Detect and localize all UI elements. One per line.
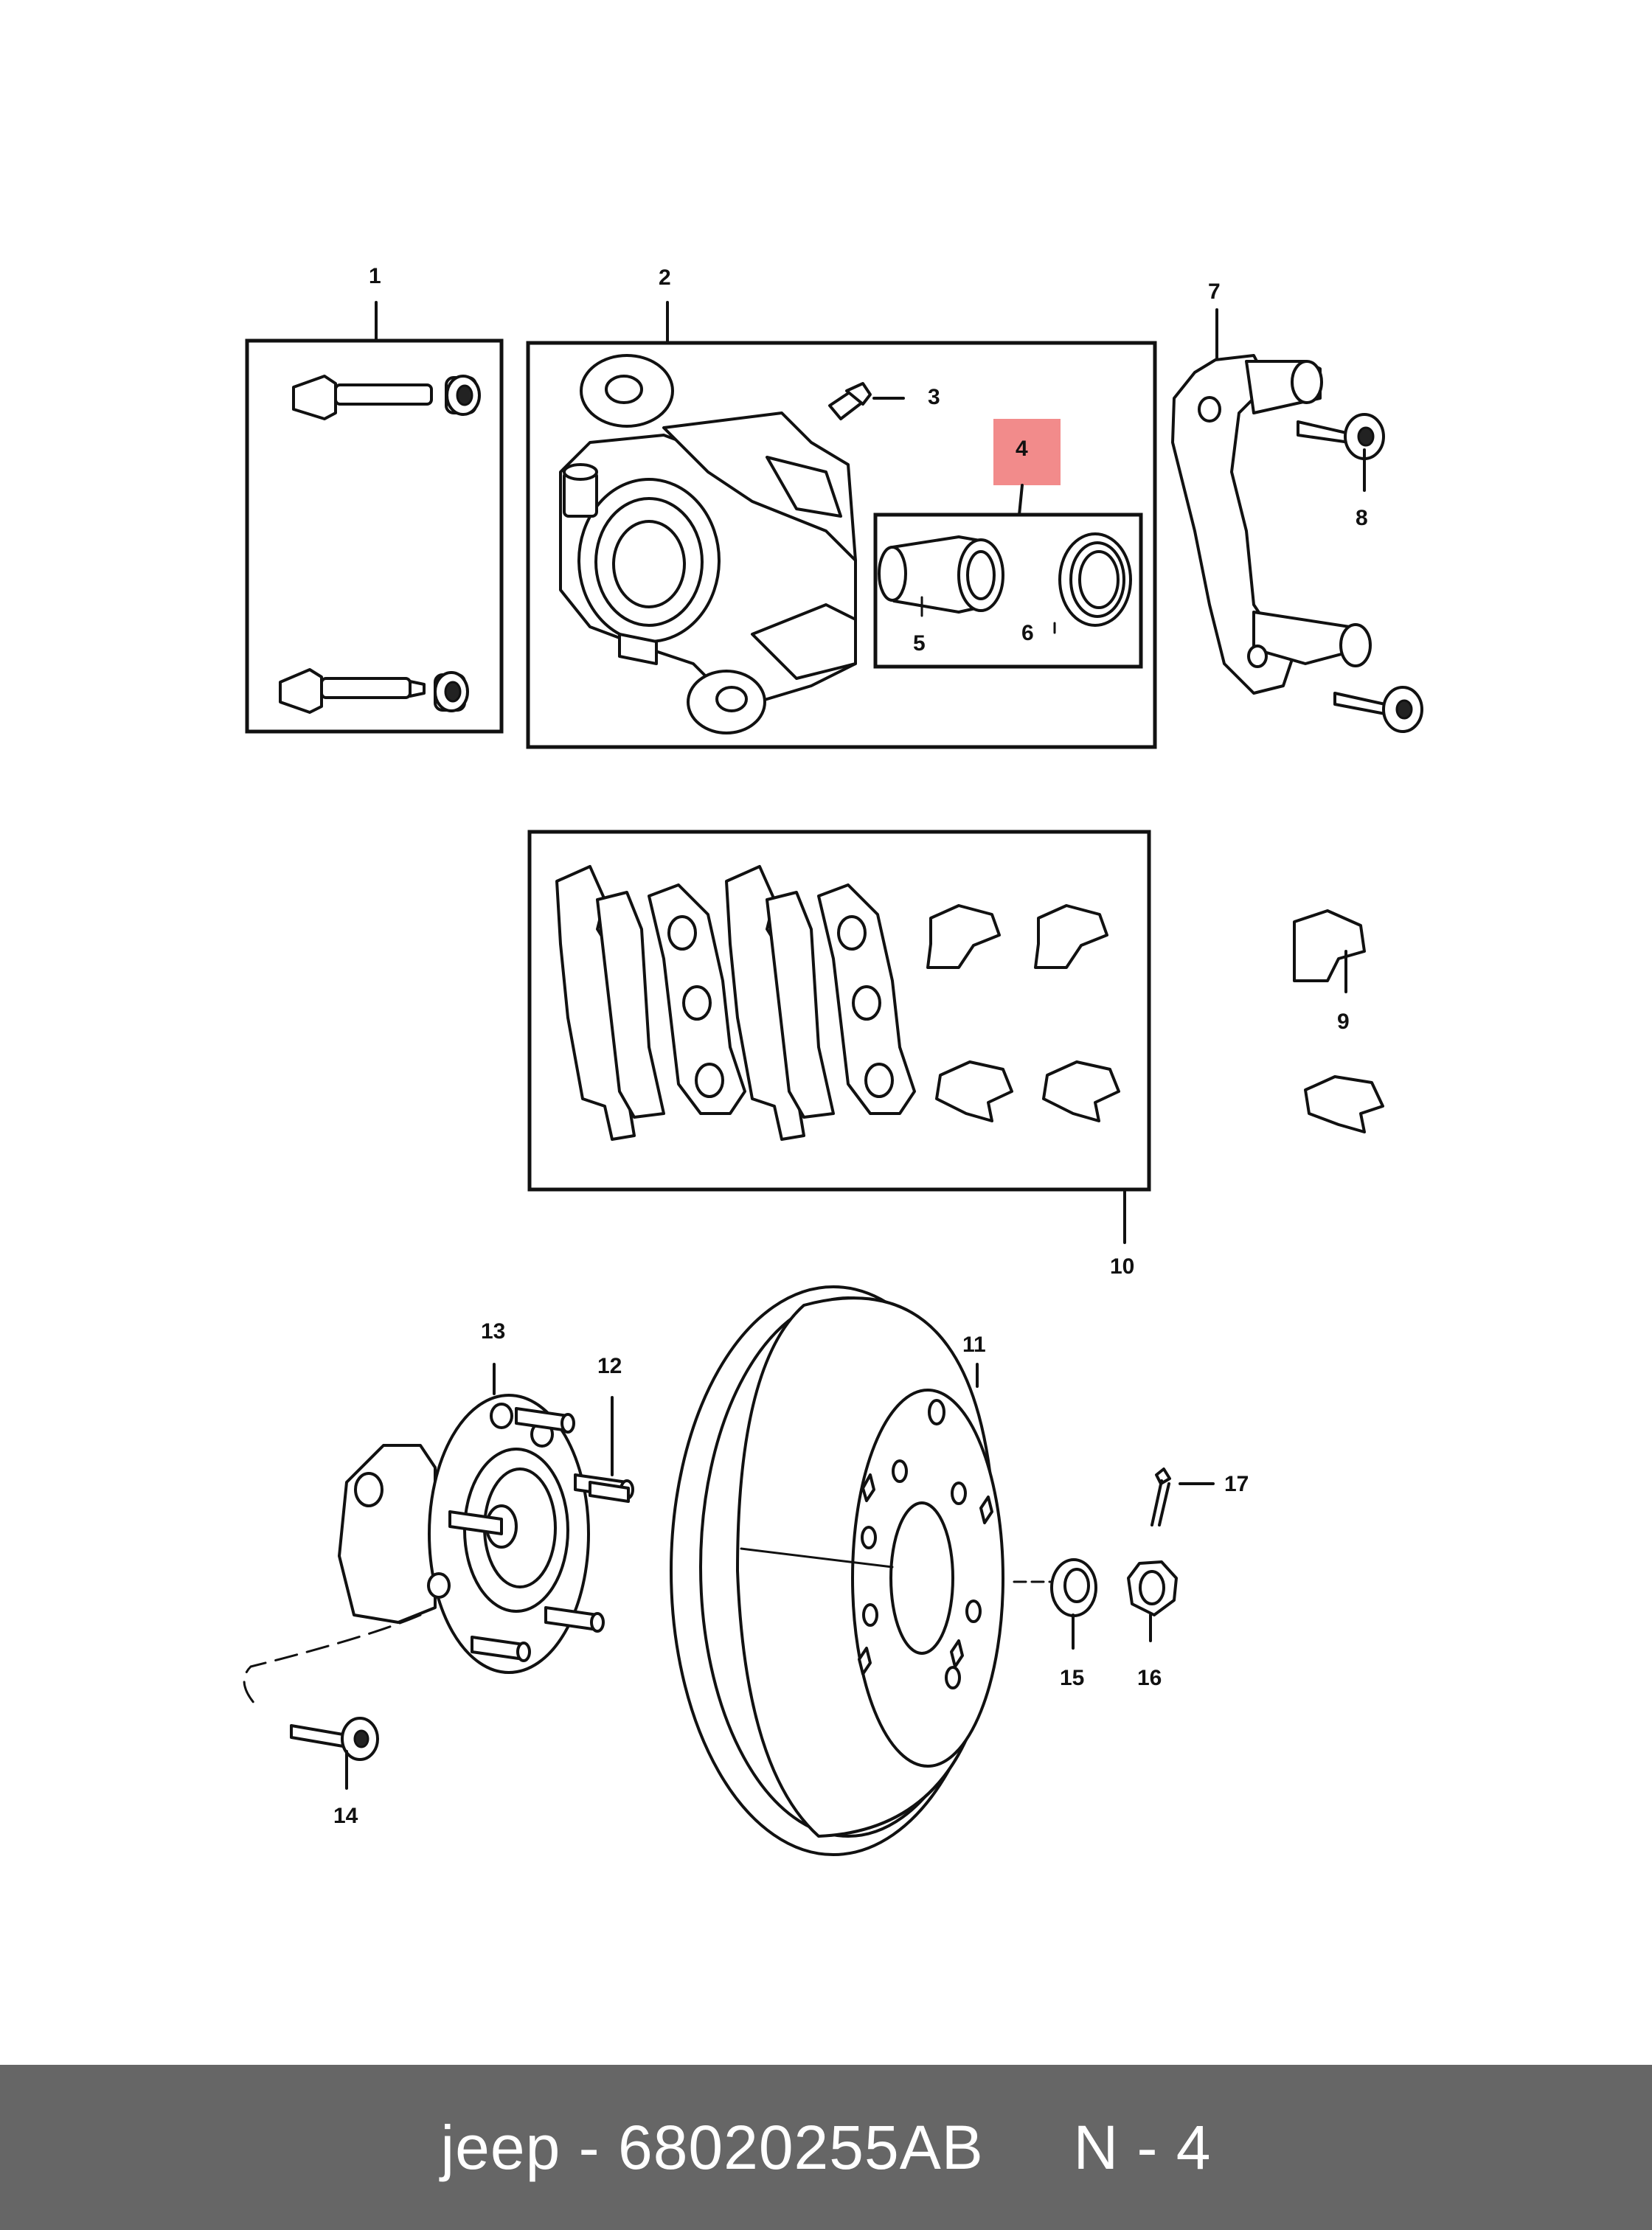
callout-1: 1 bbox=[369, 264, 381, 288]
callout-11: 11 bbox=[962, 1333, 986, 1357]
hub-mounting-bolt: 14 bbox=[243, 1614, 422, 1828]
callout-7: 7 bbox=[1208, 279, 1221, 304]
caliper-assembly: 2 3 bbox=[526, 265, 1157, 749]
callout-16: 16 bbox=[1137, 1666, 1162, 1690]
callout-17: 17 bbox=[1224, 1472, 1249, 1496]
retainer-washer: 15 bbox=[1013, 1558, 1097, 1690]
callout-5: 5 bbox=[913, 631, 926, 656]
callout-12: 12 bbox=[597, 1354, 622, 1378]
guide-pin-bolt-lower bbox=[279, 668, 469, 714]
callout-10: 10 bbox=[1110, 1254, 1134, 1279]
callout-13: 13 bbox=[481, 1319, 505, 1344]
cotter-pin: 17 bbox=[1150, 1467, 1249, 1526]
hub-nut: 16 bbox=[1127, 1560, 1178, 1690]
footer-bar: jeep - 68020255AB N - 4 bbox=[0, 2065, 1652, 2230]
callout-4-highlight bbox=[993, 419, 1061, 485]
brake-pad-outer-left bbox=[555, 865, 746, 1141]
guide-pin-bolt-upper bbox=[292, 375, 481, 420]
piston: 5 bbox=[878, 535, 1004, 656]
caliper-adapter-bracket: 7 bbox=[1171, 279, 1372, 695]
callout-6: 6 bbox=[1021, 621, 1034, 645]
brake-rotor: 11 bbox=[670, 1285, 1004, 1856]
caliper-housing bbox=[559, 354, 857, 734]
piston-seal: 6 bbox=[1021, 532, 1132, 645]
pad-clips bbox=[926, 904, 1120, 1122]
brake-pad-kit: 10 bbox=[527, 830, 1151, 1279]
adapter-mounting-bolts: 8 bbox=[1297, 413, 1423, 733]
callout-3: 3 bbox=[928, 385, 940, 409]
abutment-clips: 9 bbox=[1293, 909, 1384, 1133]
callout-14: 14 bbox=[333, 1804, 358, 1828]
hub-bearing-assembly: 13 bbox=[338, 1319, 634, 1674]
bleeder-screw: 3 bbox=[828, 382, 940, 420]
callout-8: 8 bbox=[1356, 506, 1368, 530]
parts-diagram: 1 2 bbox=[243, 264, 1423, 1856]
callout-15: 15 bbox=[1060, 1666, 1084, 1690]
callout-4: 4 bbox=[1016, 437, 1028, 461]
guide-pin-kit: 1 bbox=[245, 264, 504, 734]
callout-9: 9 bbox=[1337, 1010, 1350, 1034]
brake-pad-outer-right bbox=[725, 865, 916, 1141]
footer-part-number: jeep - 68020255AB N - 4 bbox=[440, 2112, 1212, 2182]
wheel-stud: 12 bbox=[589, 1354, 630, 1503]
callout-2: 2 bbox=[659, 265, 671, 290]
